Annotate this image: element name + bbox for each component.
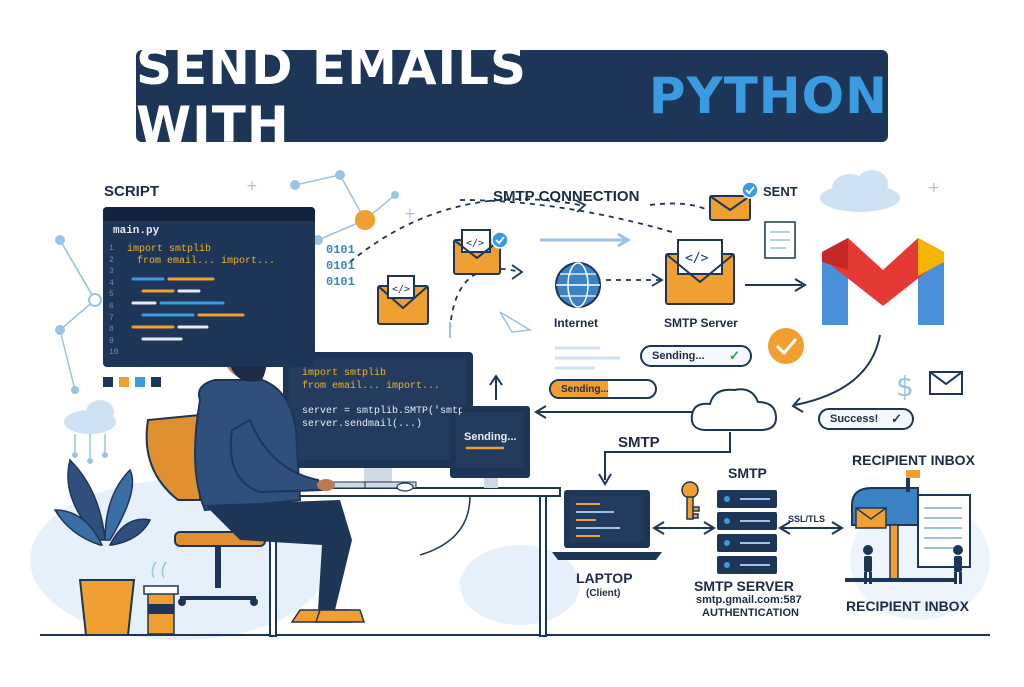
gmail-logo (822, 238, 944, 325)
editor-titlebar (103, 207, 315, 221)
dashed-path (449, 267, 521, 331)
person-icon (863, 545, 963, 584)
color-swatches (103, 377, 161, 387)
cloud-icon (64, 400, 116, 434)
dashed-path (459, 199, 673, 233)
envelope-icon: </> (665, 239, 735, 305)
code-lines-placeholder (131, 277, 245, 341)
svg-text:+: + (404, 206, 416, 222)
success-status-pill: Success! ✓ (818, 408, 914, 430)
small-screen-device (450, 406, 530, 488)
coffee-cup-icon (143, 561, 179, 635)
dashed-path (349, 198, 581, 263)
dollar-icon: $ (896, 370, 914, 403)
svg-text:</>: </> (392, 284, 410, 295)
cloud-icon (690, 388, 778, 431)
arrow (604, 432, 731, 480)
server-icon (717, 490, 777, 574)
progress-fill (551, 381, 609, 397)
envelope-icon (929, 371, 963, 395)
sending-progress-bar: Sending... (549, 379, 657, 399)
code-line: from email... import... (137, 256, 276, 267)
mailbox-icon (845, 470, 971, 582)
monitor-code-line: import smtplib (302, 368, 387, 379)
small-screen-status: Sending... (464, 431, 517, 443)
authentication-label: AUTHENTICATION (702, 607, 799, 619)
sending-status-pill: Sending... ✓ (640, 345, 752, 367)
recipient-inbox-bottom-label: RECIPIENT INBOX (846, 598, 969, 614)
monitor (283, 352, 473, 489)
smtp-host-label: smtp.gmail.com:587 (696, 594, 802, 606)
key-icon (681, 481, 700, 520)
background-blob (460, 545, 580, 625)
progress-label: Sending... (561, 384, 609, 395)
check-icon (768, 328, 804, 364)
envelope-icon (709, 195, 751, 221)
check-icon: ✓ (729, 348, 740, 363)
network-nodes-left (59, 239, 96, 391)
title-banner: SEND EMAILS WITH PYTHON (136, 38, 888, 154)
mouse (396, 482, 414, 492)
internet-label: Internet (554, 316, 599, 330)
globe-icon (555, 262, 601, 308)
document-icon (764, 221, 796, 259)
editor-filename[interactable]: main.py (113, 225, 160, 237)
network-node-orange (355, 210, 375, 230)
cloud-icon (820, 170, 900, 212)
sent-label: SENT (763, 184, 798, 199)
laptop-icon (552, 490, 662, 560)
recipient-inbox-label: RECIPIENT INBOX (852, 452, 975, 468)
chair (145, 413, 266, 606)
svg-text:+: + (928, 180, 940, 196)
ssl-tls-label: SSL/TLS (788, 514, 826, 524)
arrow (794, 334, 881, 406)
smtp-connection-label: SMTP CONNECTION (493, 188, 640, 205)
check-icon (741, 181, 759, 199)
title-highlight: PYTHON (648, 67, 888, 125)
check-icon (491, 231, 509, 249)
monitor-code-line: from email... import... (302, 381, 441, 392)
envelope-icon: </> (453, 229, 501, 275)
person-icon (194, 320, 366, 623)
plant-icon (53, 458, 152, 636)
check-icon: ✓ (891, 411, 902, 426)
monitor-code-line: server.sendmail(...) (302, 419, 423, 430)
code-line: import smtplib (127, 244, 212, 255)
laptop-sublabel: (Client) (586, 588, 621, 599)
laptop-label: LAPTOP (576, 570, 633, 586)
svg-text:</>: </> (685, 251, 709, 266)
monitor-code-line: server = smtplib.SMTP('smtp.gmail (302, 406, 462, 417)
smtp-label-left: SMTP (618, 434, 660, 451)
script-label: SCRIPT (104, 183, 160, 200)
title-main: SEND EMAILS WITH (136, 38, 528, 154)
smtp-server-bottom-label: SMTP SERVER (694, 578, 794, 594)
svg-text:+: + (246, 178, 258, 194)
smtp-server-label: SMTP Server (664, 316, 738, 330)
smtp-label-mid: SMTP (728, 465, 767, 481)
svg-text:</>: </> (466, 238, 484, 249)
envelope-icon: </> (377, 275, 429, 325)
